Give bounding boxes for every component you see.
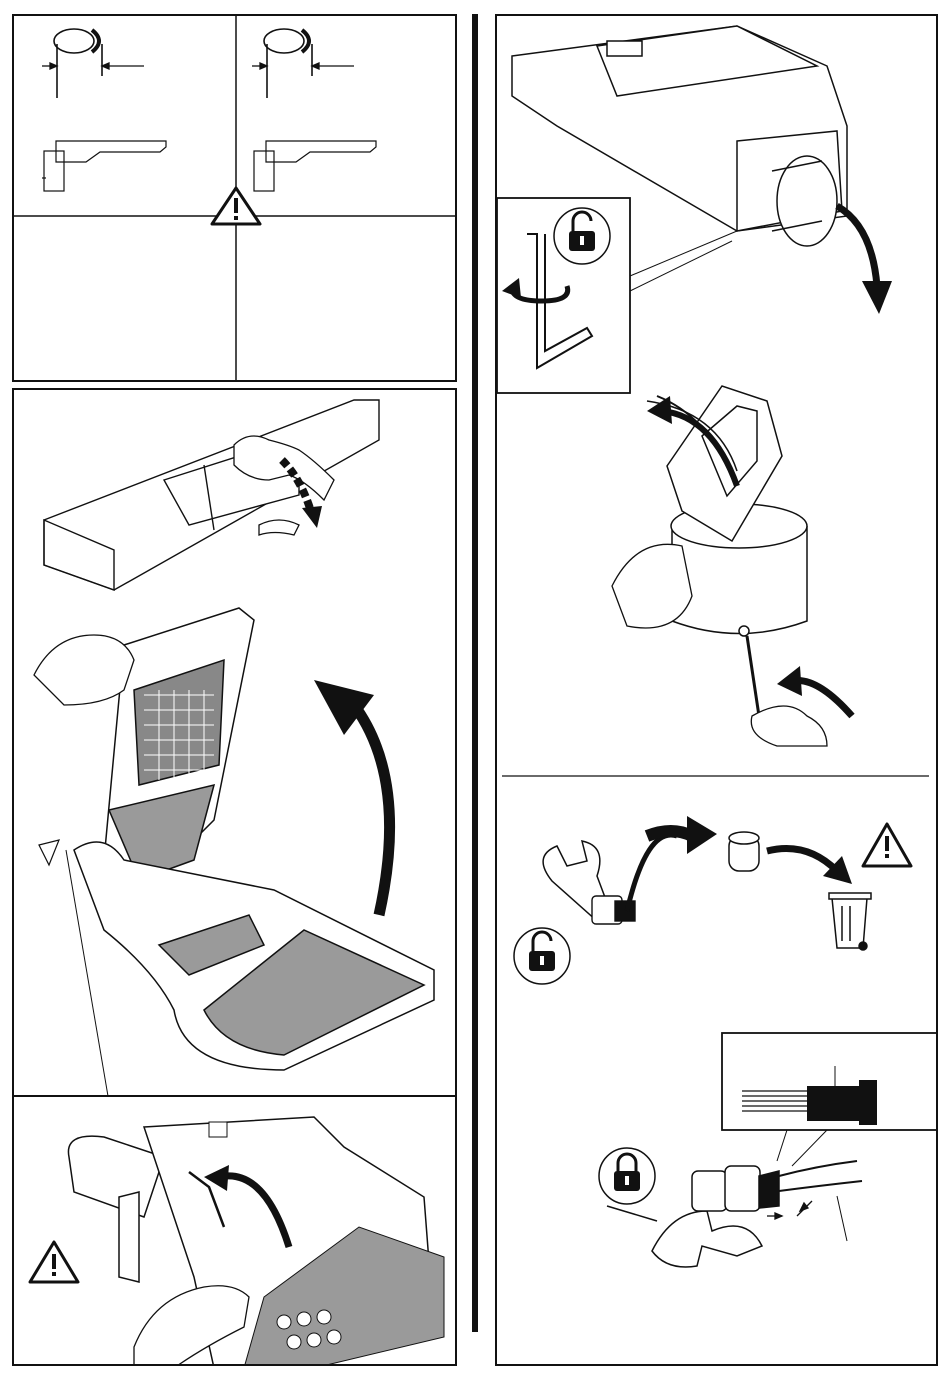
curved-arrow-icon bbox=[767, 849, 852, 885]
cable-gland-icon bbox=[692, 1161, 862, 1211]
luminaire-side-profile-icon bbox=[42, 141, 166, 191]
pole-diameter-diagram bbox=[14, 16, 457, 382]
luminaire-side-profile-icon bbox=[254, 141, 376, 191]
panel-pole-diameter bbox=[12, 14, 457, 382]
right-column-diagram bbox=[497, 16, 938, 1366]
warning-triangle-icon bbox=[30, 1242, 78, 1282]
unlock-padlock-icon bbox=[514, 928, 570, 984]
curved-arrow-icon bbox=[627, 816, 717, 911]
panel-right-column bbox=[495, 14, 938, 1366]
panel-open-housing bbox=[12, 388, 457, 1100]
pole-tube-icon bbox=[54, 29, 102, 98]
luminaire-housing-icon bbox=[44, 400, 379, 590]
gland-plug-icon bbox=[729, 832, 759, 871]
wrench-icon bbox=[607, 1206, 762, 1267]
pole-tube-icon bbox=[264, 29, 312, 98]
warning-triangle-icon bbox=[212, 188, 260, 224]
curved-arrow-up-icon bbox=[314, 680, 390, 915]
warning-triangle-icon bbox=[863, 824, 911, 866]
panel-screw-detail bbox=[12, 1095, 457, 1366]
curved-arrow-down-icon bbox=[837, 206, 892, 314]
screw-detail-diagram bbox=[14, 1097, 457, 1366]
latch-clip-icon bbox=[39, 840, 59, 865]
unlock-padlock-icon bbox=[554, 208, 610, 264]
waste-bin-icon bbox=[829, 893, 871, 950]
lock-padlock-icon bbox=[599, 1148, 655, 1204]
open-housing-diagram bbox=[14, 390, 457, 1100]
inset-box bbox=[497, 198, 737, 393]
column-divider bbox=[472, 14, 478, 1332]
housing-base-icon bbox=[74, 842, 434, 1070]
